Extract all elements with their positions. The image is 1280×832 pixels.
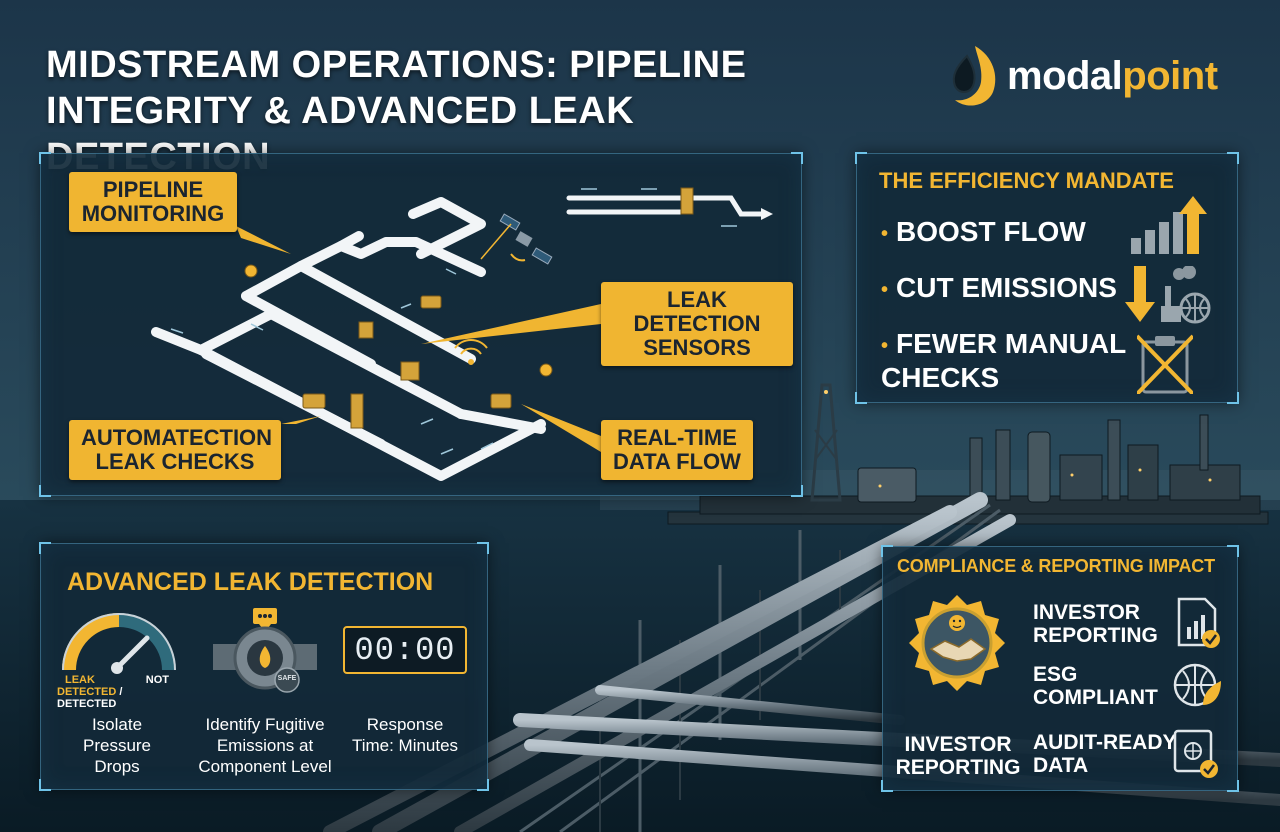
gauge-label-detected: DETECTED xyxy=(57,686,117,698)
pipeline-diagram-panel: PIPELINE MONITORING LEAK DETECTION SENSO… xyxy=(39,152,803,497)
callout-leak-detection-sensors: LEAK DETECTION SENSORS xyxy=(601,282,793,366)
mandate-item-cut-emissions: • CUT EMISSIONS xyxy=(881,272,1117,306)
gauge-label-not: NOT xyxy=(145,674,169,686)
gauge-labels: LEAK NOT DETECTED / DETECTED xyxy=(57,674,181,710)
compliance-item-esg: ESG COMPLIANT xyxy=(1033,663,1158,709)
gauge-label-sep: / xyxy=(119,686,123,698)
efficiency-mandate-panel: THE EFFICIENCY MANDATE • BOOST FLOW • CUT … xyxy=(855,152,1239,404)
badge-label-line: INVESTOR xyxy=(904,733,1012,756)
factory-globe-icon xyxy=(1161,266,1211,324)
report-check-icon xyxy=(1177,597,1220,648)
frame-corner xyxy=(855,152,867,164)
compliance-item-line: INVESTOR xyxy=(1033,601,1140,624)
logo-wordmark-part2: point xyxy=(1122,53,1218,98)
compliance-item-line: ESG xyxy=(1033,663,1078,686)
mandate-item-fewer-checks: • FEWER MANUAL CHECKS xyxy=(881,328,1126,394)
advanced-leak-detection-panel: ADVANCED LEAK DETECTION LEAK NOT DETECTE… xyxy=(39,542,489,791)
gauge-label-detected-right: DETECTED xyxy=(57,698,117,710)
leak-detection-title: ADVANCED LEAK DETECTION xyxy=(67,568,434,596)
callout-pipeline-monitoring: PIPELINE MONITORING xyxy=(69,172,237,232)
handshake-badge-icon xyxy=(909,595,1005,691)
logo-wordmark-part1: modal xyxy=(1007,53,1123,98)
callout-line: LEAK CHECKS xyxy=(95,449,255,474)
caption-line: Identify Fugitive xyxy=(205,715,325,734)
caption-response-time: Response Time: Minutes xyxy=(343,714,467,756)
pipeline-network-illustration xyxy=(151,187,773,481)
compliance-item-line: AUDIT-READY xyxy=(1033,731,1177,754)
frame-corner xyxy=(855,392,867,404)
compliance-item-line: REPORTING xyxy=(1033,624,1158,647)
frame-corner xyxy=(791,485,803,497)
gauge-icon xyxy=(62,613,176,674)
frame-corner xyxy=(881,780,893,792)
compliance-item-investor: INVESTOR REPORTING xyxy=(1033,601,1158,647)
caption-line: Time: Minutes xyxy=(351,736,459,755)
frame-corner xyxy=(1227,392,1239,404)
caption-line: Component Level xyxy=(198,757,332,776)
safe-check-icon xyxy=(1173,729,1218,778)
down-arrow-icon xyxy=(1125,266,1155,322)
frame-corner xyxy=(1227,152,1239,164)
caption-line: Emissions at xyxy=(216,736,314,755)
bar-growth-icon xyxy=(1131,196,1207,254)
valve-safe-tag: SAFE xyxy=(277,675,297,682)
response-timer: 00:00 xyxy=(343,626,467,674)
frame-corner xyxy=(39,152,51,164)
callout-automated-leak-checks: AUTOMATECTION LEAK CHECKS xyxy=(69,420,281,480)
badge-label-line: REPORTING xyxy=(895,756,1021,779)
caption-line: Pressure xyxy=(82,736,152,755)
caption-fugitive-emissions: Identify Fugitive Emissions at Component… xyxy=(185,714,345,777)
callout-line: MONITORING xyxy=(81,201,225,226)
wifi-signal-icon xyxy=(454,339,488,365)
frame-corner xyxy=(791,152,803,164)
mandate-item-boost-flow: • BOOST FLOW xyxy=(881,216,1086,250)
mandate-title: THE EFFICIENCY MANDATE xyxy=(879,168,1174,193)
globe-leaf-icon xyxy=(1173,663,1221,707)
bullet-dot: • xyxy=(881,334,889,357)
compliance-reporting-panel: COMPLIANCE & REPORTING IMPACT INVESTOR R… xyxy=(881,545,1239,792)
frame-corner xyxy=(1227,780,1239,792)
logo-wordmark: modalpoint xyxy=(1007,54,1218,99)
caption-line: Drops xyxy=(94,757,140,776)
compliance-item-line: COMPLIANT xyxy=(1033,686,1158,709)
callout-line: AUTOMATECTION xyxy=(81,425,273,450)
mandate-item-label: CHECKS xyxy=(881,361,1000,393)
callout-realtime-data-flow: REAL-TIME DATA FLOW xyxy=(601,420,753,480)
caption-isolate-pressure: Isolate Pressure Drops xyxy=(55,714,179,777)
frame-corner xyxy=(477,542,489,554)
mandate-item-label: FEWER MANUAL xyxy=(896,328,1127,359)
compliance-item-line: DATA xyxy=(1033,754,1089,777)
mandate-item-label: BOOST FLOW xyxy=(896,216,1086,247)
logo-mark-icon xyxy=(952,46,996,106)
valve-icon xyxy=(213,608,317,693)
bullet-dot: • xyxy=(881,278,889,301)
brand-logo: modalpoint xyxy=(945,40,1245,112)
bullet-dot: • xyxy=(881,222,889,245)
frame-corner xyxy=(39,779,51,791)
frame-corner xyxy=(39,485,51,497)
frame-corner xyxy=(1227,545,1239,557)
satellite-icon xyxy=(499,213,553,265)
caption-line: Response xyxy=(366,715,444,734)
caption-line: Isolate xyxy=(91,715,143,734)
page-title: MIDSTREAM OPERATIONS: PIPELINE INTEGRITY… xyxy=(46,42,866,180)
callout-line: REAL-TIME xyxy=(617,425,737,450)
callout-line: SENSORS xyxy=(643,335,751,360)
callout-line: DATA FLOW xyxy=(613,449,741,474)
frame-corner xyxy=(39,542,51,554)
compliance-item-audit: AUDIT-READY DATA xyxy=(1033,731,1177,777)
gauge-label-leak: LEAK xyxy=(65,674,95,686)
clipboard-x-icon xyxy=(1137,334,1193,394)
mandate-item-label: CUT EMISSIONS xyxy=(896,272,1117,303)
compliance-title: COMPLIANCE & REPORTING IMPACT xyxy=(897,556,1215,576)
title-line-1: MIDSTREAM OPERATIONS: PIPELINE xyxy=(46,44,747,86)
callout-line: LEAK DETECTION xyxy=(633,287,761,336)
callout-line: PIPELINE xyxy=(102,177,204,202)
badge-label: INVESTOR REPORTING xyxy=(893,733,1023,779)
frame-corner xyxy=(881,545,893,557)
frame-corner xyxy=(477,779,489,791)
